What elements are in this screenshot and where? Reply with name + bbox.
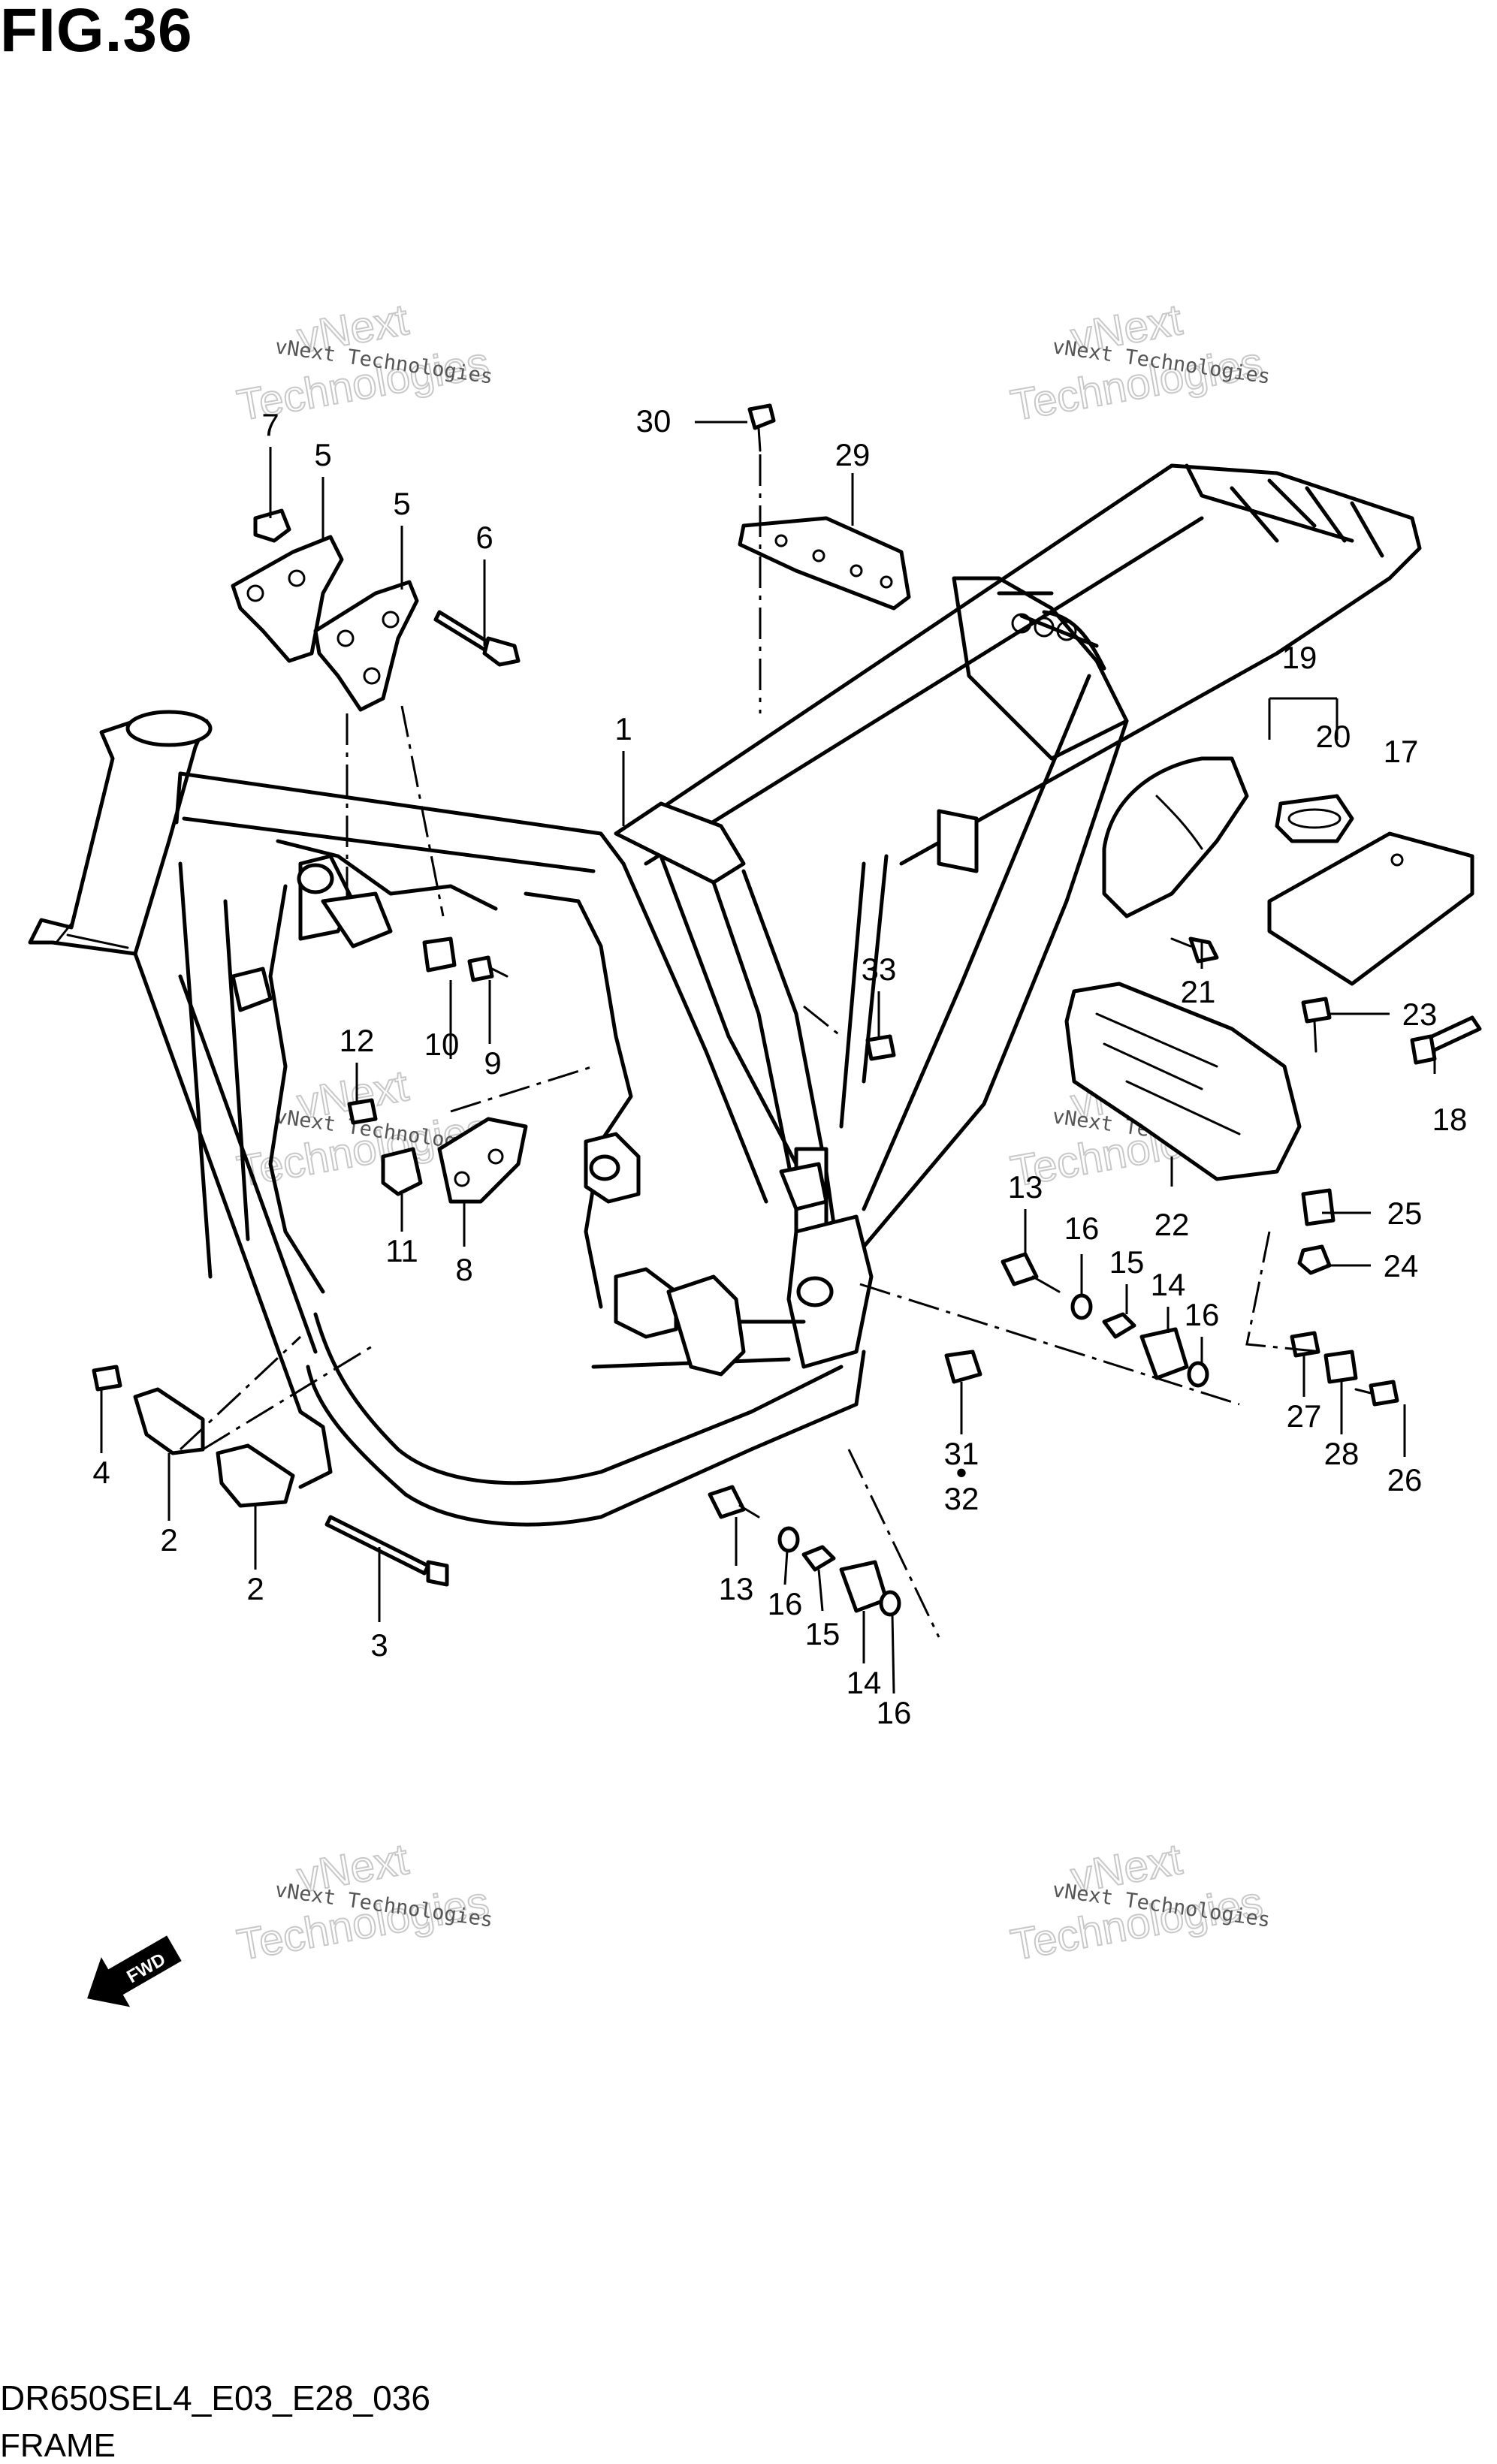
callout-29: 29: [835, 437, 871, 472]
callout-1: 1: [614, 711, 632, 746]
callout-2b: 2: [246, 1571, 264, 1606]
bracket-29: [738, 516, 911, 611]
cap-20: [1275, 794, 1354, 843]
washer-16-lower-a: [777, 1526, 800, 1553]
main-frame: [28, 463, 1422, 1527]
cap-33: [865, 1034, 896, 1061]
clip-27: [1290, 1331, 1320, 1358]
collar-10: [422, 936, 457, 973]
grommet-25: [1301, 1188, 1336, 1226]
figure-title: FIG.36: [0, 0, 193, 65]
callout-20: 20: [1316, 719, 1351, 754]
callout-11: 11: [385, 1233, 418, 1268]
callout-leaders: [100, 421, 1436, 1694]
callout-13-lower: 13: [719, 1571, 754, 1606]
nut-4: [92, 1365, 122, 1392]
callout-15-lower: 15: [805, 1616, 841, 1651]
washer-16-right-a: [1070, 1293, 1093, 1320]
bolt-30: [747, 403, 776, 430]
callout-5a: 5: [314, 437, 331, 472]
callout-33: 33: [862, 952, 897, 987]
callout-16-lower-b: 16: [877, 1695, 912, 1730]
nut-24: [1297, 1244, 1332, 1275]
bolt-23: [1301, 997, 1332, 1024]
callout-21: 21: [1181, 974, 1216, 1009]
callout-31: 31: [944, 1436, 979, 1471]
callout-7: 7: [261, 407, 279, 442]
nut-7: [253, 508, 291, 543]
clamp-11: [381, 1147, 423, 1196]
callout-22: 22: [1154, 1207, 1190, 1242]
bolt-3: [324, 1515, 430, 1576]
callout-bullet: •: [956, 1455, 967, 1490]
callout-16-lower-a: 16: [768, 1586, 803, 1621]
callout-10: 10: [424, 1027, 460, 1062]
fwd-arrow-icon: FWD: [87, 1935, 182, 2007]
callout-6: 6: [475, 520, 493, 555]
cover-19: [1102, 756, 1249, 918]
callout-24: 24: [1384, 1248, 1419, 1283]
bolt-13-right: [1001, 1252, 1039, 1286]
clip-12: [347, 1098, 378, 1125]
callout-5b: 5: [393, 486, 410, 521]
callout-14-right: 14: [1151, 1267, 1186, 1302]
callout-25: 25: [1387, 1196, 1423, 1231]
callout-15-right: 15: [1109, 1244, 1145, 1280]
callout-19: 19: [1282, 640, 1317, 675]
watermark-top-right: vNext Technologies vNext Technologies: [1007, 294, 1272, 431]
callout-28: 28: [1324, 1436, 1360, 1471]
callout-32: 32: [944, 1481, 979, 1516]
callout-12: 12: [340, 1023, 375, 1058]
callout-26: 26: [1387, 1462, 1423, 1497]
callout-2a: 2: [160, 1522, 177, 1558]
bracket-8: [437, 1117, 528, 1204]
washer-16-lower-b: [879, 1590, 901, 1617]
grommet-28: [1323, 1350, 1358, 1384]
callout-27: 27: [1287, 1398, 1322, 1434]
washer-16-right-b: [1187, 1361, 1209, 1388]
collar-15-lower: [801, 1545, 836, 1572]
callout-17: 17: [1384, 734, 1419, 769]
callout-numbers: 1 2 2 3 4 5 5 6 7 8 9 10 11 12 13 13 14 …: [92, 403, 1467, 1730]
watermark-bottom-right: vNext Technologies vNext Technologies: [1007, 1834, 1272, 1971]
callout-3: 3: [370, 1627, 388, 1663]
callout-14-lower: 14: [847, 1665, 882, 1700]
callout-13-right: 13: [1008, 1169, 1043, 1205]
bolt-21: [1188, 936, 1219, 964]
callout-4: 4: [92, 1455, 110, 1490]
figure-code: DR650SEL4_E03_E28_036: [0, 2378, 430, 2417]
bushing-14-right: [1139, 1327, 1189, 1380]
callout-18: 18: [1432, 1102, 1468, 1137]
callout-23: 23: [1402, 997, 1438, 1032]
assembly-lines: [179, 454, 1323, 1638]
callout-16-right-a: 16: [1064, 1211, 1100, 1246]
bracket-2a: [133, 1387, 205, 1455]
callout-16-right-b: 16: [1185, 1297, 1220, 1332]
cap-31: [944, 1350, 982, 1384]
bolt-9: [467, 955, 494, 982]
collar-15-right: [1102, 1312, 1136, 1339]
figure-name: FRAME: [0, 2427, 116, 2464]
bracket-5b: [313, 580, 419, 712]
watermark-bottom-left: vNext Technologies vNext Technologies: [233, 1834, 494, 1971]
callout-30: 30: [636, 403, 672, 439]
bolt-26: [1369, 1380, 1399, 1407]
callout-9: 9: [484, 1045, 501, 1081]
bolt-13-lower: [708, 1485, 746, 1519]
mat-17: [1267, 831, 1474, 986]
bracket-2b: [216, 1443, 295, 1508]
callout-8: 8: [455, 1252, 472, 1287]
bolt-6: [433, 610, 490, 652]
